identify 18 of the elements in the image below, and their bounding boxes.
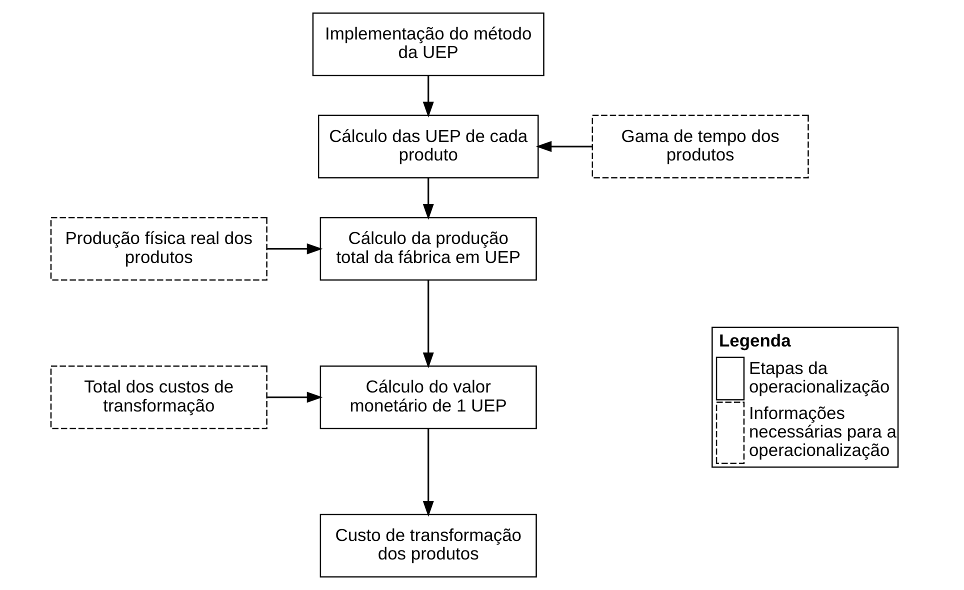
node-box: Total dos custos de transformação xyxy=(50,365,268,430)
node-box: Produção física real dos produtos xyxy=(50,217,268,281)
node-box: Cálculo da produção total da fábrica em UEP xyxy=(320,217,537,281)
arrow xyxy=(422,75,434,118)
legend-label: Etapas da operacionalização xyxy=(748,358,890,397)
arrow xyxy=(267,243,323,254)
node-box: Cálculo do valor monetário de 1 UEP xyxy=(320,365,537,430)
node-box: Implementação do método da UEP xyxy=(312,12,544,76)
label: Legenda xyxy=(719,330,791,350)
arrow xyxy=(267,392,323,403)
arrow xyxy=(422,428,434,517)
arrow xyxy=(536,141,592,152)
arrow xyxy=(422,178,434,220)
legend-label: Informações necessárias para a operacionalização xyxy=(748,402,896,460)
node-box: Cálculo das UEP de cada produto xyxy=(318,114,539,178)
node-box: Gama de tempo dos produtos xyxy=(592,114,809,178)
arrow xyxy=(422,280,434,368)
node-box: Custo de transformação dos produtos xyxy=(320,514,537,578)
